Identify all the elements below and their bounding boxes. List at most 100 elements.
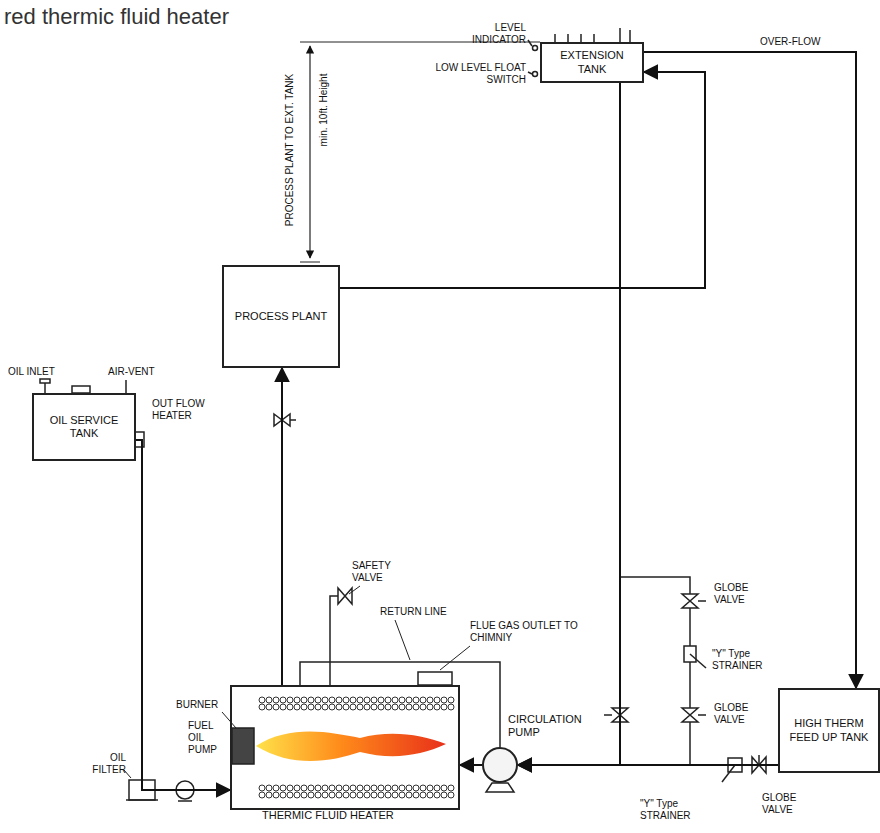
coil-winding: [273, 704, 279, 710]
coil-winding: [329, 697, 335, 703]
coil-winding: [329, 704, 335, 710]
coil-winding: [434, 697, 440, 703]
coil-winding: [434, 785, 440, 791]
coil-winding: [266, 697, 272, 703]
coil-winding: [273, 792, 279, 798]
coil-winding: [322, 792, 328, 798]
coil-winding: [413, 785, 419, 791]
coil-winding: [434, 704, 440, 710]
part-label: FLUE GAS OUTLET TO CHIMNIY: [470, 620, 580, 644]
coil-winding: [329, 792, 335, 798]
coil-winding: [259, 792, 265, 798]
node-label: CIRCULATION PUMP: [508, 713, 588, 739]
coil-winding: [343, 704, 349, 710]
coil-winding: [420, 785, 426, 791]
coil-winding: [350, 792, 356, 798]
coil-winding: [287, 704, 293, 710]
coil-winding: [357, 792, 363, 798]
coil-winding: [448, 792, 454, 798]
coil-winding: [413, 792, 419, 798]
coil-winding: [371, 704, 377, 710]
coil-winding: [378, 792, 384, 798]
coil-winding: [336, 785, 342, 791]
coil-winding: [392, 704, 398, 710]
coil-winding: [308, 792, 314, 798]
coil-winding: [378, 704, 384, 710]
coil-winding: [287, 785, 293, 791]
coil-winding: [427, 704, 433, 710]
part-label: OUT FLOW HEATER: [152, 398, 212, 422]
part-label: OVER-FLOW: [760, 36, 821, 48]
part-label: FUEL OIL PUMP: [188, 720, 226, 756]
coil-winding: [406, 704, 412, 710]
coil-winding: [371, 697, 377, 703]
coil-winding: [406, 792, 412, 798]
coil-winding: [336, 697, 342, 703]
coil-winding: [350, 704, 356, 710]
coil-winding: [392, 792, 398, 798]
coil-winding: [378, 785, 384, 791]
coil-winding: [441, 792, 447, 798]
coil-winding: [371, 792, 377, 798]
coil-winding: [413, 697, 419, 703]
coil-winding: [259, 697, 265, 703]
coil-winding: [441, 785, 447, 791]
coil-winding: [273, 697, 279, 703]
coil-winding: [315, 792, 321, 798]
coil-winding: [441, 697, 447, 703]
coil-winding: [315, 697, 321, 703]
coil-winding: [294, 785, 300, 791]
part-label: OIL FILTER: [86, 752, 126, 776]
coil-winding: [399, 785, 405, 791]
coil-winding: [350, 697, 356, 703]
coil-winding: [280, 792, 286, 798]
part-label: GLOBE VALVE: [714, 582, 764, 606]
coil-winding: [301, 785, 307, 791]
part-label: AIR-VENT: [108, 366, 155, 378]
coil-winding: [343, 785, 349, 791]
process-box: PROCESS PLANT: [222, 265, 340, 368]
coil-winding: [427, 792, 433, 798]
coil-winding: [266, 785, 272, 791]
coil-winding: [434, 792, 440, 798]
coil-winding: [315, 785, 321, 791]
tank-box: EXTENSION TANK: [540, 42, 644, 83]
diagram-title: red thermic fluid heater: [4, 4, 229, 30]
coil-winding: [287, 792, 293, 798]
coil-winding: [294, 697, 300, 703]
coil-winding: [308, 697, 314, 703]
coil-winding: [364, 785, 370, 791]
coil-winding: [280, 697, 286, 703]
coil-winding: [294, 704, 300, 710]
pipe-line: [518, 83, 620, 765]
node-label: HIGH THERM FEED UP TANK: [780, 715, 878, 745]
coil-winding: [385, 785, 391, 791]
coil-winding: [392, 697, 398, 703]
node-label: PROCESS PLANT: [231, 308, 331, 325]
coil-winding: [287, 697, 293, 703]
coil-winding: [392, 785, 398, 791]
coil-winding: [308, 785, 314, 791]
part-label: LEVEL INDICATOR: [466, 22, 526, 46]
coil-winding: [315, 704, 321, 710]
coil-winding: [336, 792, 342, 798]
pump-circle: CIRCULATION PUMP: [482, 747, 518, 783]
coil-winding: [427, 785, 433, 791]
tank-box: OIL SERVICE TANK: [32, 393, 136, 461]
coil-winding: [329, 785, 335, 791]
coil-winding: [322, 785, 328, 791]
node-label: EXTENSION TANK: [542, 47, 642, 77]
coil-winding: [273, 785, 279, 791]
coil-winding: [301, 792, 307, 798]
pipe-line: [518, 764, 778, 766]
part-label: PROCESS PLANT TO EXT. TANK: [284, 50, 296, 250]
coil-winding: [343, 792, 349, 798]
coil-winding: [336, 704, 342, 710]
coil-winding: [385, 704, 391, 710]
coil-winding: [406, 697, 412, 703]
coil-winding: [413, 704, 419, 710]
coil-winding: [322, 697, 328, 703]
coil-winding: [357, 704, 363, 710]
coil-winding: [441, 704, 447, 710]
